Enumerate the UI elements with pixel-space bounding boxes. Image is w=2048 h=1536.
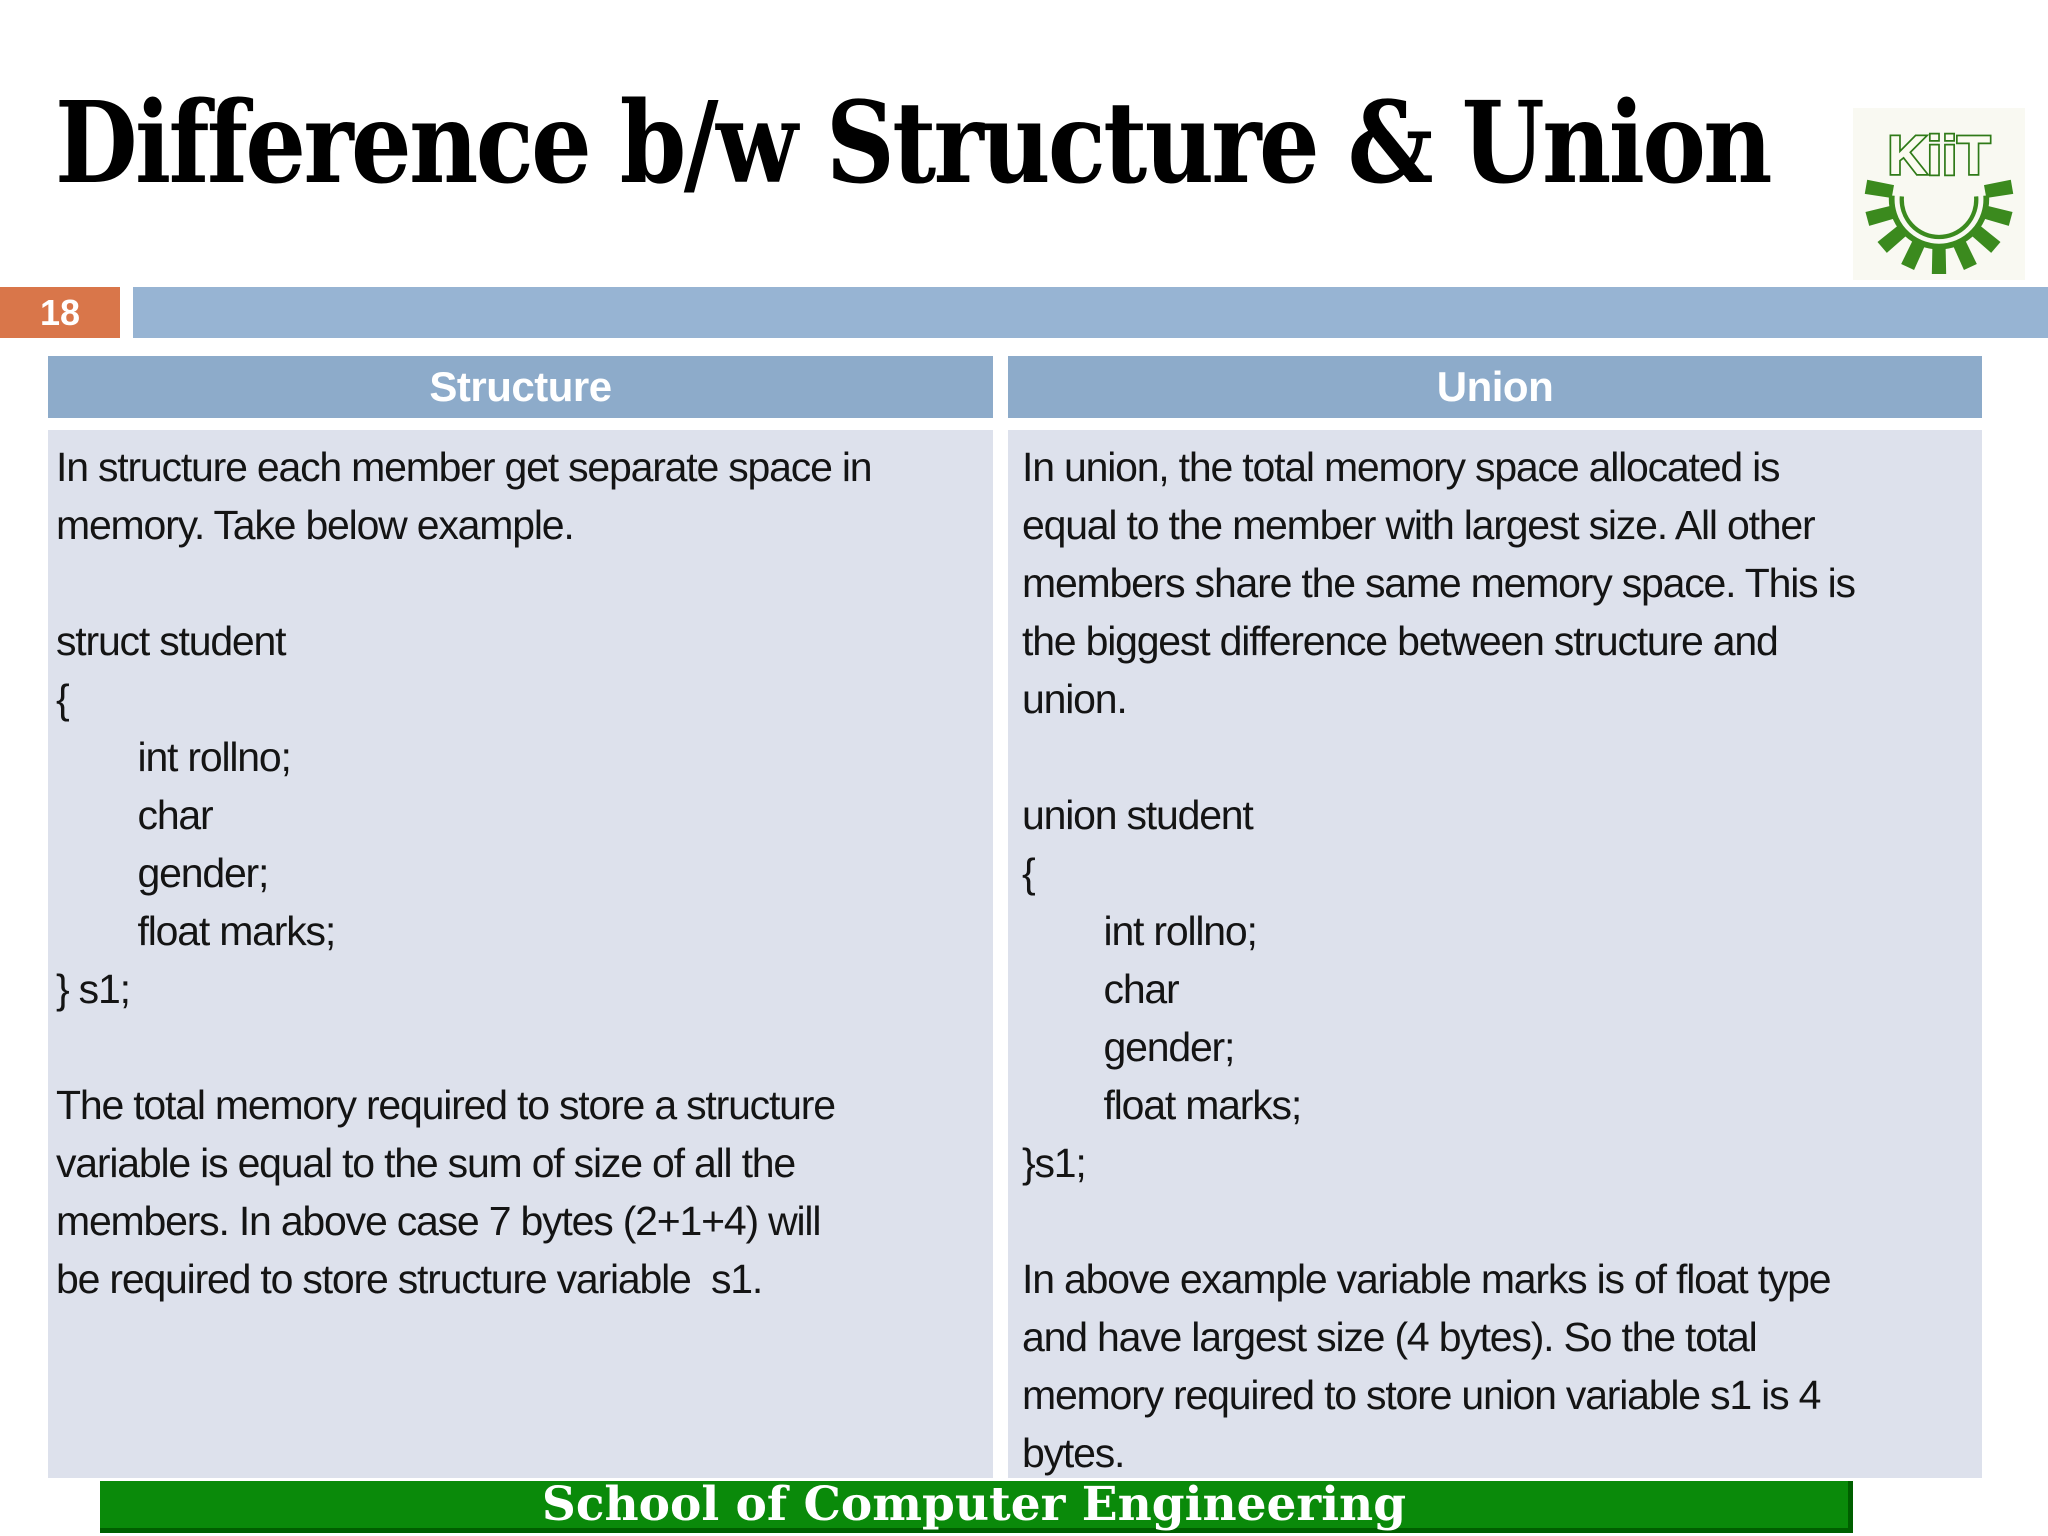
page-title: Difference b/w Structure & Union: [55, 78, 1773, 209]
text-line: char: [56, 792, 214, 838]
page-number-badge: 18: [0, 287, 120, 338]
table-cell-union: In union, the total memory space allocat…: [1008, 430, 1982, 1478]
gear-teeth-icon: [1864, 179, 2014, 274]
text-line: float marks;: [56, 908, 337, 954]
text-line: the biggest difference between structure…: [1022, 618, 1779, 664]
text-line: In structure each member get separate sp…: [56, 444, 873, 490]
text-line: {: [56, 676, 70, 722]
text-line: char: [1022, 966, 1180, 1012]
footer-text: School of Computer Engineering: [541, 1477, 1407, 1532]
text-line: gender;: [1022, 1024, 1236, 1070]
text-line: members share the same memory space. Thi…: [1022, 560, 1856, 606]
text-line: In union, the total memory space allocat…: [1022, 444, 1781, 490]
text-line: union student: [1022, 792, 1254, 838]
text-line: int rollno;: [1022, 908, 1258, 954]
text-line: memory. Take below example.: [56, 502, 575, 548]
text-line: [56, 554, 993, 612]
text-line: [56, 1018, 993, 1076]
text-line: In above example variable marks is of fl…: [1022, 1256, 1832, 1302]
text-line: struct student: [56, 618, 287, 664]
text-line: memory required to store union variable …: [1022, 1372, 1821, 1418]
text-line: variable is equal to the sum of size of …: [56, 1140, 796, 1186]
text-line: } s1;: [56, 966, 131, 1012]
text-line: members. In above case 7 bytes (2+1+4) w…: [56, 1198, 821, 1244]
gear-outer-arc: [1888, 195, 1990, 250]
text-line: [1022, 728, 1982, 786]
footer-bar: School of Computer Engineering: [100, 1477, 1853, 1533]
logo-text: KiiT: [1888, 125, 1991, 186]
text-line: [1022, 1192, 1982, 1250]
text-line: int rollno;: [56, 734, 292, 780]
text-line: }s1;: [1022, 1140, 1087, 1186]
table-header-union: Union: [1008, 356, 1982, 418]
text-line: bytes.: [1022, 1430, 1125, 1476]
kiit-logo-icon: KiiT: [1853, 108, 2025, 280]
text-line: float marks;: [1022, 1082, 1303, 1128]
text-line: The total memory required to store a str…: [56, 1082, 836, 1128]
text-line: and have largest size (4 bytes). So the …: [1022, 1314, 1758, 1360]
text-line: be required to store structure variable …: [56, 1256, 763, 1302]
text-line: {: [1022, 850, 1036, 896]
gear-inner-arc: [1899, 196, 1979, 240]
table-cell-structure: In structure each member get separate sp…: [48, 430, 993, 1478]
text-line: equal to the member with largest size. A…: [1022, 502, 1816, 548]
table-header-structure: Structure: [48, 356, 993, 418]
text-line: gender;: [56, 850, 270, 896]
text-line: union.: [1022, 676, 1128, 722]
top-accent-bar: [133, 287, 2048, 338]
